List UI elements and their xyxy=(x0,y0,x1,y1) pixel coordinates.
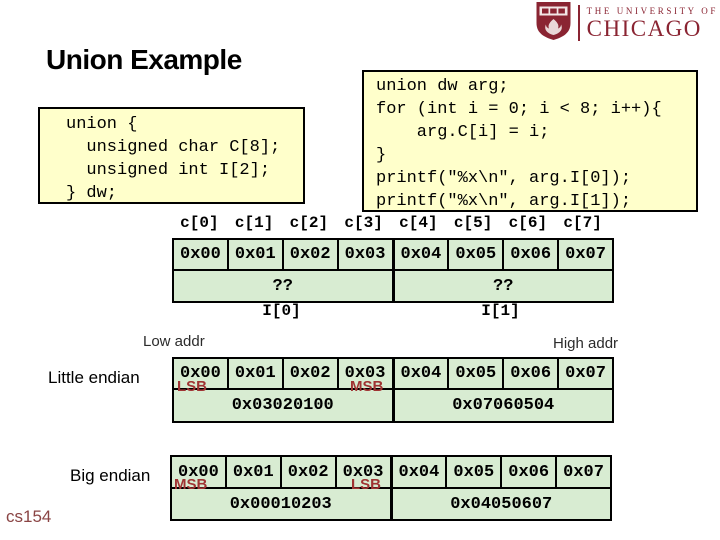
little-endian-label: Little endian xyxy=(48,368,140,387)
byte-index-label: c[3] xyxy=(344,214,383,232)
word-row: ?? ?? xyxy=(174,269,612,301)
word-index-labels: I[0] I[1] xyxy=(172,302,610,320)
byte-cell: 0x04 xyxy=(391,240,448,269)
byte-cell: 0x03 xyxy=(336,240,392,269)
code-line: unsigned char C[8]; xyxy=(66,138,281,157)
byte-row: 0x00 0x01 0x02 0x03 0x04 0x05 0x06 0x07 xyxy=(172,457,610,487)
byte-cell: 0x06 xyxy=(500,457,555,487)
word-cell: ?? xyxy=(391,271,613,301)
byte-cell: 0x06 xyxy=(502,359,557,388)
lsb-marker: LSB xyxy=(351,476,381,493)
byte-index-label: c[0] xyxy=(180,214,219,232)
byte-cell: 0x06 xyxy=(502,240,557,269)
byte-cell: 0x05 xyxy=(447,359,502,388)
byte-index-label: c[1] xyxy=(234,214,274,232)
code-box-union-usage: union dw arg; for (int i = 0; i < 8; i++… xyxy=(362,70,698,212)
byte-row: 0x00 0x01 0x02 0x03 0x04 0x05 0x06 0x07 xyxy=(174,359,612,388)
byte-row: 0x00 0x01 0x02 0x03 0x04 0x05 0x06 0x07 xyxy=(174,240,612,269)
word-value-cell: 0x00010203 xyxy=(229,494,332,514)
byte-cell: 0x07 xyxy=(557,240,612,269)
byte-cell: 0x00 xyxy=(180,364,221,383)
word-value-cell: 0x03020100 xyxy=(231,396,334,415)
byte-cell: 0x00 xyxy=(178,462,219,482)
word-row: 0x00010203 0x04050607 xyxy=(172,487,610,519)
byte-cell: 0x01 xyxy=(226,359,282,388)
byte-cell: 0x01 xyxy=(224,457,280,487)
byte-index-label: c[2] xyxy=(289,214,329,232)
lsb-marker: LSB xyxy=(177,378,207,395)
byte-cell: 0x04 xyxy=(389,457,446,487)
little-endian-table: 0x00 0x01 0x02 0x03 0x04 0x05 0x06 0x07 … xyxy=(172,357,614,423)
memory-table-union: 0x00 0x01 0x02 0x03 0x04 0x05 0x06 0x07 … xyxy=(172,238,614,303)
uchicago-logo: THE UNIVERSITY OF CHICAGO xyxy=(535,1,718,46)
page-title: Union Example xyxy=(46,44,242,75)
byte-cell: 0x00 xyxy=(180,245,221,264)
byte-index-labels: c[0] c[1] c[2] c[3] c[4] c[5] c[6] c[7] xyxy=(172,214,610,232)
logo-text: THE UNIVERSITY OF CHICAGO xyxy=(587,6,718,41)
code-line: arg.C[i] = i; xyxy=(376,123,550,142)
code-line: union dw arg; xyxy=(376,77,509,96)
byte-cell: 0x03 xyxy=(336,359,392,388)
code-box-union-declaration: union { unsigned char C[8]; unsigned int… xyxy=(38,107,305,204)
word-value-cell: 0x04050607 xyxy=(389,489,611,519)
logo-divider xyxy=(577,5,580,41)
byte-cell: 0x02 xyxy=(281,359,337,388)
word-value-cell: 0x07060504 xyxy=(391,390,613,421)
high-addr-label: High addr xyxy=(553,335,619,352)
msb-marker: MSB xyxy=(174,476,208,493)
low-addr-label: Low addr xyxy=(143,333,205,350)
word-row: 0x03020100 0x07060504 xyxy=(174,388,612,421)
big-endian-label: Big endian xyxy=(70,466,151,485)
byte-cell: 0x04 xyxy=(391,359,448,388)
byte-cell: 0x05 xyxy=(445,457,500,487)
big-endian-table: 0x00 0x01 0x02 0x03 0x04 0x05 0x06 0x07 … xyxy=(170,455,612,521)
word-index-label: I[0] xyxy=(262,302,301,320)
logo-line-small: THE UNIVERSITY OF xyxy=(586,5,718,16)
code-line: union { xyxy=(66,115,138,134)
byte-index-label: c[7] xyxy=(563,214,602,232)
byte-index-label: c[4] xyxy=(399,214,438,232)
byte-index-label: c[5] xyxy=(453,214,493,232)
byte-cell: 0x03 xyxy=(334,457,390,487)
byte-cell: 0x07 xyxy=(555,457,610,487)
code-line: unsigned int I[2]; xyxy=(66,161,271,180)
course-label: cs154 xyxy=(6,507,52,526)
code-line: } dw; xyxy=(66,184,118,203)
code-line: printf("%x\n", arg.I[0]); xyxy=(376,169,632,188)
logo-line-big: CHICAGO xyxy=(586,15,702,41)
word-index-label: I[1] xyxy=(481,302,520,320)
word-cell: ?? xyxy=(272,276,293,296)
byte-index-label: c[6] xyxy=(508,214,548,232)
msb-marker: MSB xyxy=(350,378,384,395)
byte-cell: 0x07 xyxy=(557,359,612,388)
byte-cell: 0x02 xyxy=(281,240,337,269)
byte-cell: 0x05 xyxy=(447,240,502,269)
byte-cell: 0x01 xyxy=(226,240,282,269)
uchicago-crest-icon xyxy=(535,1,572,46)
code-line: printf("%x\n", arg.I[1]); xyxy=(376,192,632,211)
code-line: } xyxy=(376,146,387,165)
code-line: for (int i = 0; i < 8; i++){ xyxy=(376,100,662,119)
byte-cell: 0x02 xyxy=(279,457,335,487)
